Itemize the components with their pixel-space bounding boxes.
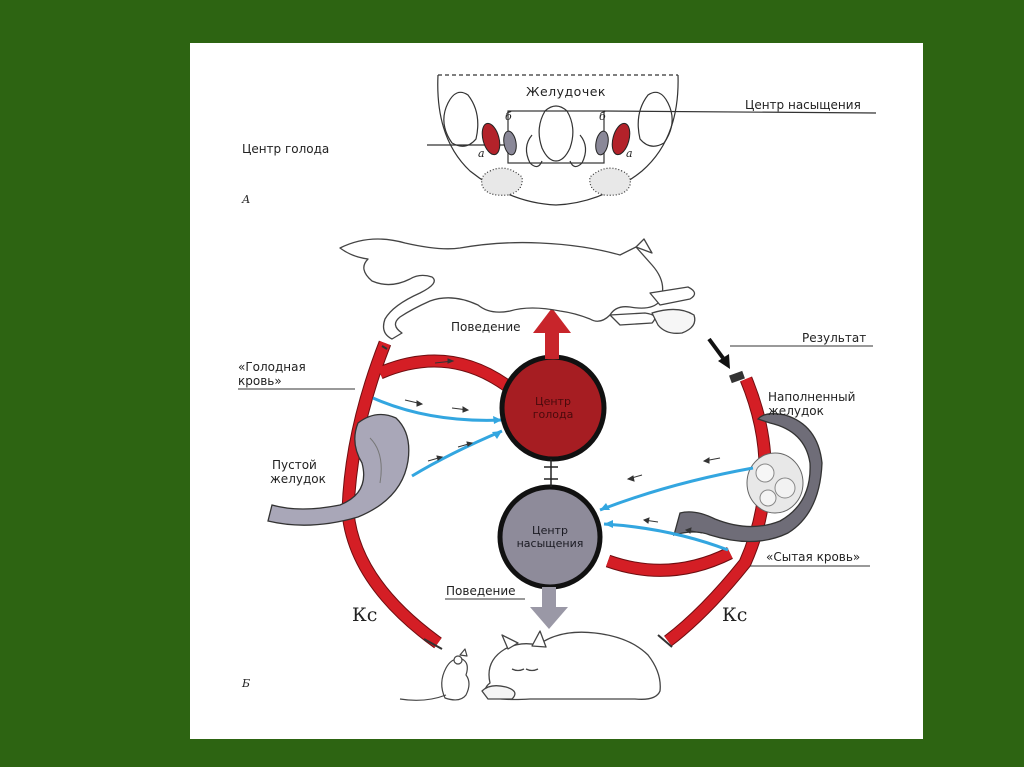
- small-flow-arrows: [404, 358, 721, 534]
- satiety-nuclei: [503, 130, 609, 156]
- behavior-top-label: Поведение: [451, 320, 521, 334]
- sleeping-cat: [481, 630, 661, 701]
- nucleus-b-right-label: б: [599, 110, 606, 123]
- empty-stomach-label-line2: желудок: [270, 472, 326, 486]
- fed-blood-label: «Сытая кровь»: [766, 550, 861, 564]
- full-stomach: [673, 413, 823, 543]
- result-arrow: [707, 337, 730, 369]
- full-stomach-label-line1: Наполненный: [768, 390, 856, 404]
- nucleus-b-left-label: б: [505, 110, 512, 123]
- behavior-bottom-label: Поведение: [446, 584, 516, 598]
- hunger-center-label-line1: Центр: [535, 395, 571, 408]
- brain-cross-section: [427, 74, 877, 206]
- satiety-center-top-label: Центр насыщения: [745, 98, 861, 112]
- hungry-blood-label-line2: кровь»: [238, 374, 282, 388]
- diagram-graphics: [238, 74, 877, 701]
- ks-left-label: Кс: [352, 604, 378, 626]
- panel-b-label: Б: [242, 677, 251, 690]
- empty-stomach: [267, 413, 410, 526]
- ks-right-label: Кс: [722, 604, 748, 626]
- behavior-arrow-down: [530, 587, 568, 629]
- nerve-fibers: [372, 396, 754, 552]
- satiety-center-label-line2: насыщения: [516, 537, 584, 550]
- hunger-center-label-line2: голода: [532, 408, 574, 421]
- panel-a-label: А: [242, 193, 251, 206]
- ventricle-label: Желудочек: [526, 84, 606, 99]
- full-stomach-label-line2: желудок: [768, 404, 824, 418]
- hunting-cat: [339, 238, 696, 340]
- hunger-nuclei: [481, 122, 631, 156]
- inhibition-link: [544, 459, 558, 487]
- hunger-center-top-label: Центр голода: [242, 142, 330, 156]
- empty-stomach-label-line1: Пустой: [272, 458, 317, 472]
- nucleus-a-right-label: а: [626, 147, 633, 160]
- satiety-center-label-line1: Центр: [532, 524, 568, 537]
- hungry-blood-label-line1: «Голодная: [238, 360, 306, 374]
- behavior-arrow-up: [533, 308, 571, 359]
- nucleus-a-left-label: а: [478, 147, 485, 160]
- result-label: Результат: [802, 331, 867, 345]
- mouse-figure: [399, 648, 470, 701]
- slide: Желудочек Центр насыщения Центр голода А…: [190, 43, 923, 739]
